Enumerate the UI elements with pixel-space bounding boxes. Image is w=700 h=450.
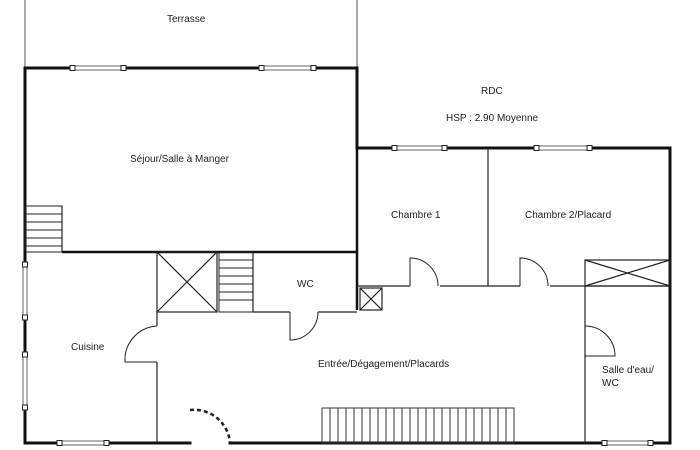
- room-label-cuisine: Cuisine: [71, 342, 105, 353]
- room-label-chambre1: Chambre 1: [391, 210, 441, 221]
- door-chambre2: [519, 257, 549, 287]
- terrace-outline: [24, 0, 358, 68]
- terrace-label: Terrasse: [167, 14, 206, 25]
- door-salle-eau: [584, 325, 616, 357]
- room-label-salle-eau-line2: WC: [602, 378, 619, 389]
- stairs-center: [218, 251, 254, 313]
- stairs-entree: [321, 407, 515, 444]
- room-label-entree: Entrée/Dégagement/Placards: [318, 359, 450, 370]
- ceiling-height-label: HSP : 2.90 Moyenne: [446, 113, 539, 124]
- thin-walls: [61, 148, 671, 443]
- door-kitchen: [124, 325, 158, 363]
- level-label: RDC: [481, 86, 503, 97]
- door-chambre1: [409, 257, 439, 287]
- room-label-wc: WC: [297, 279, 314, 290]
- stairs-sejour: [24, 205, 63, 253]
- entry-door: [189, 408, 232, 444]
- exterior-walls: [23, 66, 672, 445]
- room-label-salle-eau: Salle d'eau/ WC: [602, 364, 654, 390]
- door-wc: [289, 311, 319, 341]
- room-label-salle-eau-line1: Salle d'eau/: [602, 365, 654, 376]
- door-swings: [124, 257, 616, 444]
- windows: [22, 65, 654, 446]
- room-label-chambre2: Chambre 2/Placard: [525, 210, 612, 221]
- room-label-sejour: Séjour/Salle à Manger: [130, 154, 229, 165]
